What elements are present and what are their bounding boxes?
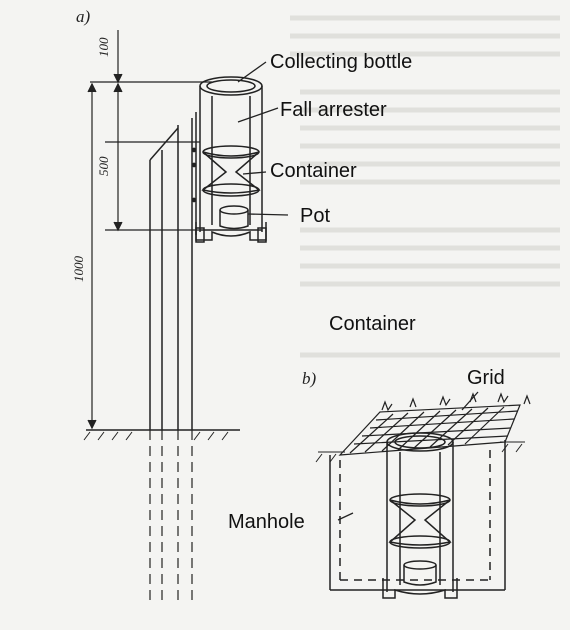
label-fall-arrester: Fall arrester	[280, 99, 387, 121]
label-pot: Pot	[300, 205, 331, 227]
ground-line-a	[83, 429, 240, 600]
background-text-lines	[290, 15, 560, 358]
label-manhole: Manhole	[228, 511, 305, 533]
grid-cover	[338, 392, 531, 456]
sampler-cylinder	[195, 76, 267, 243]
dimension-top: 100	[96, 37, 111, 58]
manhole-pit	[315, 440, 525, 591]
sampler-in-manhole	[382, 432, 458, 599]
label-collecting-bottle: Collecting bottle	[270, 51, 413, 73]
dimension-total: 1000	[71, 256, 86, 282]
support-pole	[149, 112, 197, 430]
panel-a-label: a)	[76, 7, 91, 26]
leader-lines	[237, 61, 479, 521]
label-container: Container	[270, 160, 357, 182]
dimension-middle: 500	[96, 156, 111, 177]
label-grid: Grid	[467, 367, 505, 389]
label-container-caption: Container	[329, 313, 416, 335]
panel-b-label: b)	[302, 369, 317, 388]
dimension-lines	[87, 30, 212, 430]
